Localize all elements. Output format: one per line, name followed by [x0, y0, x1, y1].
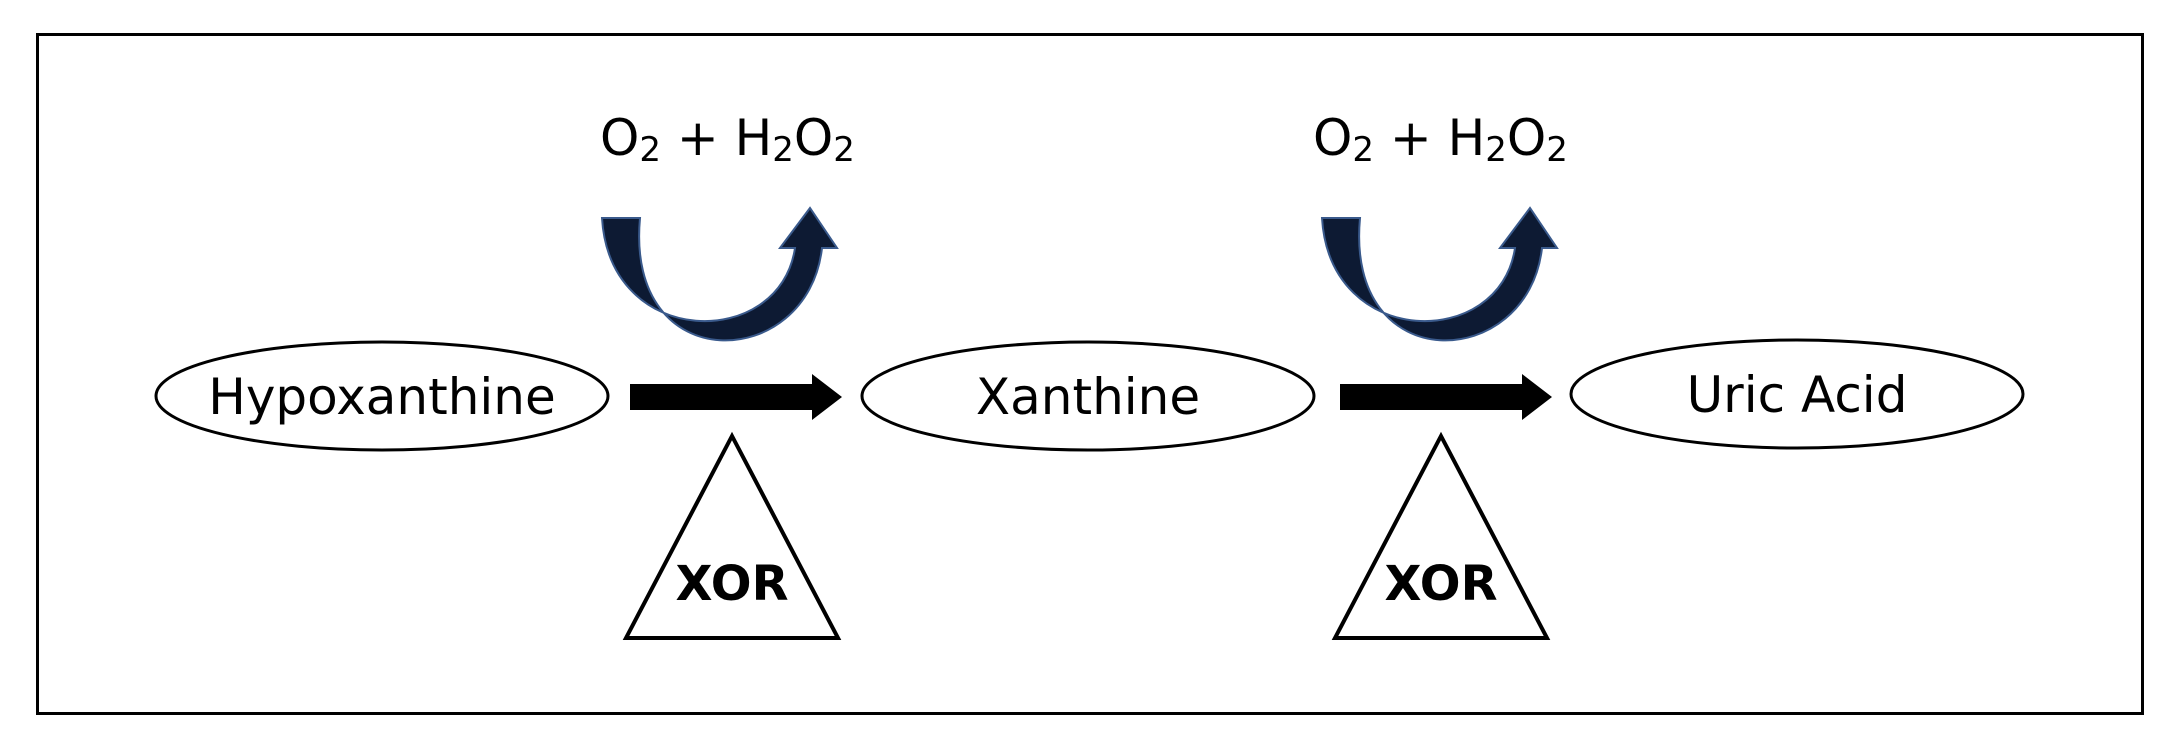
right-arrow-icon — [1340, 374, 1552, 420]
reaction-arrow-step2 — [1340, 374, 1552, 420]
right-arrow-icon — [630, 374, 842, 420]
node-hypoxanthine: Hypoxanthine — [154, 340, 610, 452]
enzyme-step1: XOR — [622, 431, 842, 640]
node-ellipse — [154, 340, 610, 452]
curved-up-arrow-icon — [600, 206, 839, 342]
enzyme-step2: XOR — [1331, 431, 1551, 640]
cofactor-arrow-step2 — [1320, 206, 1559, 342]
cofactor-arrow-step1 — [600, 206, 839, 342]
node-label: Hypoxanthine — [208, 368, 556, 426]
cofactor-label-step1: O2 + H2O2 — [600, 109, 855, 170]
reaction-arrow-step1 — [630, 374, 842, 420]
curved-up-arrow-icon — [1320, 206, 1559, 342]
node-ellipse — [1569, 338, 2025, 450]
node-uric-acid: Uric Acid — [1569, 338, 2025, 450]
node-xanthine: Xanthine — [860, 340, 1316, 452]
node-label: Uric Acid — [1687, 366, 1908, 424]
node-label: Xanthine — [976, 368, 1200, 426]
triangle-icon — [1331, 431, 1551, 640]
node-ellipse — [860, 340, 1316, 452]
cofactor-label-step2: O2 + H2O2 — [1313, 109, 1568, 170]
enzyme-label: XOR — [1384, 556, 1497, 612]
enzyme-label: XOR — [675, 556, 788, 612]
triangle-icon — [622, 431, 842, 640]
